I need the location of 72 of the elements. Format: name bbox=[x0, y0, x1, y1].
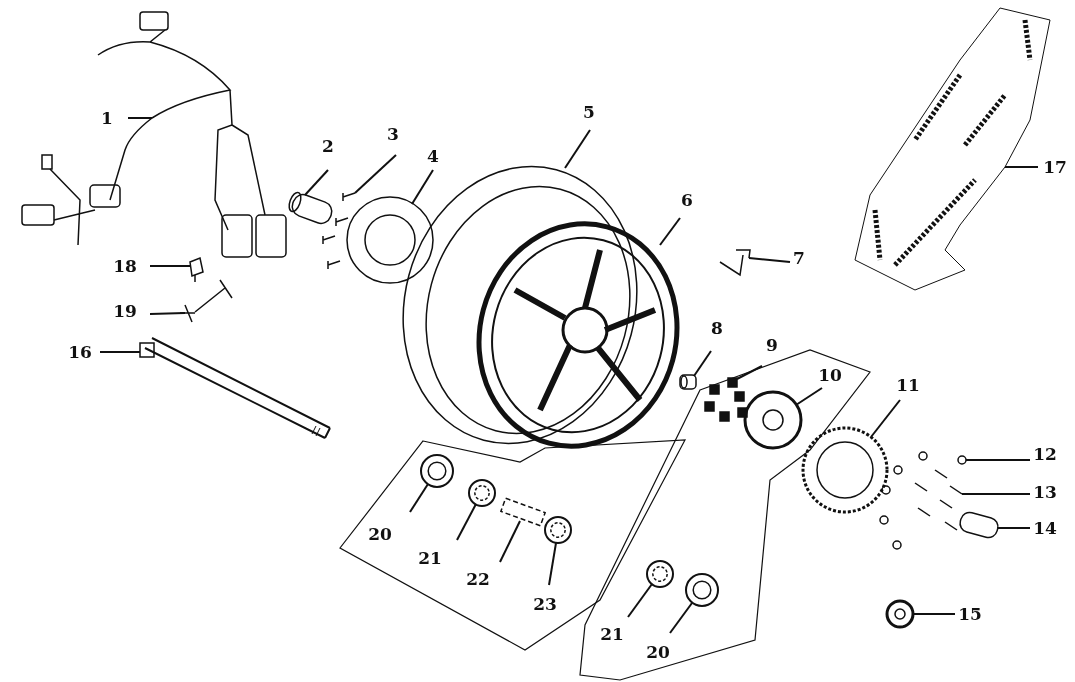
leader-line bbox=[354, 154, 397, 194]
callout-number: 5 bbox=[583, 103, 595, 121]
leader-line bbox=[304, 169, 329, 196]
leader-line bbox=[669, 602, 693, 634]
bolt-drawing bbox=[322, 192, 356, 270]
leader-line bbox=[965, 459, 1031, 461]
distance-collar-drawing bbox=[499, 497, 547, 527]
callout-number: 22 bbox=[466, 570, 490, 588]
callout-number: 9 bbox=[766, 336, 778, 354]
damper-drawing bbox=[704, 377, 748, 422]
nut-drawing bbox=[879, 451, 967, 550]
callout-number: 13 bbox=[1033, 483, 1057, 501]
leader-line bbox=[627, 583, 653, 618]
leader-line bbox=[149, 265, 191, 267]
callout-number: 19 bbox=[113, 302, 137, 320]
callout-number: 17 bbox=[1043, 158, 1067, 176]
oil-seal-drawing bbox=[420, 454, 454, 488]
valve-drawing bbox=[719, 249, 751, 277]
callout-number: 10 bbox=[818, 366, 842, 384]
oil-seal-drawing bbox=[685, 573, 719, 607]
callout-number: 23 bbox=[533, 595, 557, 613]
axle-drawing bbox=[139, 337, 331, 439]
leader-line bbox=[127, 117, 153, 119]
leader-line bbox=[659, 217, 681, 246]
callout-number: 8 bbox=[711, 319, 723, 337]
sprocket-hub-drawing bbox=[743, 390, 803, 450]
callout-number: 1 bbox=[101, 109, 113, 127]
brake-system-drawing bbox=[21, 11, 287, 258]
leader-line bbox=[456, 503, 477, 541]
leader-line bbox=[961, 493, 1031, 495]
leader-line bbox=[870, 399, 901, 438]
callout-number: 4 bbox=[427, 147, 439, 165]
callout-number: 15 bbox=[958, 605, 982, 623]
callout-number: 3 bbox=[387, 125, 399, 143]
bearing-drawing bbox=[468, 479, 496, 507]
callout-number: 2 bbox=[322, 137, 334, 155]
axle-nut-drawing bbox=[885, 599, 915, 629]
callout-number: 14 bbox=[1033, 519, 1057, 537]
leader-line bbox=[736, 365, 763, 380]
tire-drawing bbox=[402, 165, 638, 445]
brake-disc-drawing bbox=[346, 196, 434, 284]
callout-number: 20 bbox=[368, 525, 392, 543]
leader-line bbox=[409, 483, 429, 513]
callout-number: 6 bbox=[681, 191, 693, 209]
callout-number: 21 bbox=[418, 549, 442, 567]
leader-line bbox=[996, 527, 1031, 529]
leader-line bbox=[99, 351, 141, 353]
leader-line bbox=[548, 542, 557, 586]
callout-number: 11 bbox=[896, 376, 920, 394]
sprocket-drawing bbox=[801, 426, 889, 514]
bearing-drawing bbox=[544, 516, 572, 544]
spacer-drawing bbox=[679, 374, 697, 390]
leader-line bbox=[1004, 166, 1039, 168]
parts-group-panel bbox=[580, 350, 870, 680]
leader-line bbox=[499, 520, 521, 563]
callout-number: 12 bbox=[1033, 445, 1057, 463]
leader-line bbox=[693, 350, 712, 377]
pad-spring-drawing bbox=[179, 279, 233, 323]
callout-number: 7 bbox=[793, 249, 805, 267]
callout-number: 21 bbox=[600, 625, 624, 643]
pin-drawing bbox=[189, 256, 204, 283]
leader-line bbox=[795, 387, 823, 406]
bearing-drawing bbox=[646, 560, 674, 588]
callout-number: 16 bbox=[68, 343, 92, 361]
callout-number: 18 bbox=[113, 257, 137, 275]
leader-line bbox=[411, 169, 434, 205]
leader-line bbox=[564, 129, 591, 169]
callout-number: 20 bbox=[646, 643, 670, 661]
wheel-rim-drawing bbox=[476, 221, 680, 449]
leader-line bbox=[748, 257, 791, 263]
leader-line bbox=[912, 613, 956, 615]
sleeve-drawing bbox=[957, 509, 1001, 541]
